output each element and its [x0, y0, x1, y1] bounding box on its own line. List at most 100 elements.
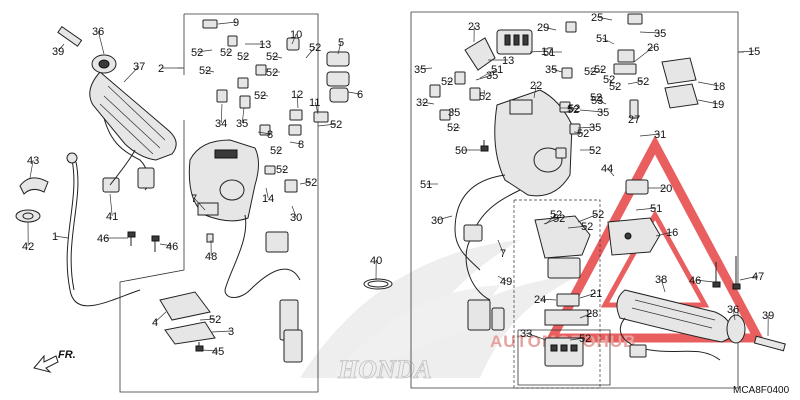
callout-leader [347, 91, 361, 95]
part-number-52: 52 [209, 314, 221, 326]
sub-frame-connector [517, 329, 611, 386]
callout-leader [296, 93, 299, 109]
part-number-11: 11 [309, 97, 320, 109]
part-number-49: 49 [500, 276, 512, 288]
part-number-23: 23 [468, 21, 480, 33]
bolt-46-mid [151, 235, 160, 252]
connector-33 [544, 337, 584, 367]
part-number-39: 39 [52, 46, 64, 58]
callout-leader [337, 41, 342, 55]
callout-leader [614, 85, 619, 89]
part-number-15: 15 [748, 46, 760, 58]
part-number-13: 13 [502, 55, 514, 67]
part-number-52: 52 [550, 209, 562, 221]
switch-base [534, 215, 591, 326]
part-number-52: 52 [637, 76, 649, 88]
part-number-46: 46 [689, 275, 701, 287]
part-number-24: 24 [534, 294, 546, 306]
switch-20 [625, 179, 649, 195]
part-number-52: 52 [254, 90, 266, 102]
callout-leader [475, 74, 493, 81]
callout-leader [217, 21, 237, 25]
callout-leader [241, 107, 245, 124]
bolt-47 [732, 256, 741, 290]
part-number-52: 52 [220, 47, 232, 59]
heated-grip-right [616, 289, 746, 361]
part-number-25: 25 [591, 12, 603, 24]
callout-leader [545, 213, 557, 225]
part-number-52: 52 [568, 103, 580, 115]
part-number-8: 8 [298, 139, 304, 151]
part-number-51: 51 [543, 47, 555, 59]
part-number-52: 52 [589, 145, 601, 157]
part-number-27: 27 [628, 114, 640, 126]
part-number-3: 3 [228, 326, 234, 338]
part-number-52: 52 [199, 65, 211, 77]
part-callouts: 1234567788910111213131415161718192021222… [22, 12, 774, 358]
callout-leader [220, 103, 223, 124]
callout-leader [55, 235, 69, 239]
part-number-6: 6 [357, 89, 363, 101]
callout-leader [497, 239, 504, 254]
left-switch-housing [188, 139, 259, 222]
callout-leader [97, 30, 105, 55]
callout-leader [317, 123, 337, 127]
callout-leader [697, 81, 720, 87]
callout-leader [422, 101, 435, 105]
front-direction-arrow [33, 354, 59, 373]
part-number-2: 2 [158, 63, 164, 75]
part-number-14: 14 [262, 193, 274, 205]
callout-leader [453, 126, 461, 129]
cable-harness-small [102, 117, 155, 193]
diagram-code: MCA8F0400 [733, 385, 790, 396]
callout-leader [193, 197, 206, 211]
callout-leader [660, 278, 666, 293]
part-number-52: 52 [594, 64, 606, 76]
callout-leader [289, 141, 302, 145]
cable-tie-40 [363, 278, 393, 290]
callout-leader [596, 95, 603, 98]
callout-leader [608, 78, 613, 83]
part-number-52: 52 [305, 177, 317, 189]
part-number-52: 52 [553, 213, 565, 225]
clip-43 [19, 177, 49, 195]
part-number-38: 38 [655, 274, 667, 286]
leader-lines [27, 16, 769, 352]
part-number-46: 46 [97, 233, 109, 245]
part-number-35: 35 [236, 118, 248, 130]
callout-leader [265, 187, 269, 199]
callout-leader [123, 65, 140, 83]
callout-leader [697, 99, 719, 105]
callout-leader [159, 243, 173, 247]
part-number-48: 48 [205, 251, 217, 263]
callout-leader [567, 225, 588, 229]
part-number-52: 52 [584, 66, 596, 78]
callout-leader [272, 55, 283, 59]
right-wire-harness [454, 174, 521, 331]
left-bracket-3 [164, 321, 216, 345]
part-number-46: 46 [166, 241, 178, 253]
part-number-39: 39 [762, 310, 774, 322]
callout-leader [573, 131, 584, 134]
callout-leader [579, 109, 604, 113]
throttle-cable [66, 152, 141, 307]
part-number-52: 52 [266, 51, 278, 63]
part-number-7: 7 [500, 248, 506, 260]
left-bracket-4 [159, 291, 211, 321]
part-number-52: 52 [479, 91, 491, 103]
callout-leader [577, 126, 596, 129]
callout-leader [497, 275, 507, 282]
callout-leader [291, 205, 297, 218]
part-number-52: 52 [330, 119, 342, 131]
callout-leader [602, 37, 615, 45]
part-number-41: 41 [106, 211, 118, 223]
part-number-52: 52 [447, 122, 459, 134]
callout-leader [732, 308, 736, 321]
part-number-31: 31 [654, 129, 666, 141]
right-top-switches [429, 13, 699, 159]
part-number-51: 51 [491, 64, 503, 76]
part-number-30: 30 [290, 212, 302, 224]
callout-leader [447, 80, 453, 83]
part-number-35: 35 [589, 122, 601, 134]
part-number-21: 21 [590, 288, 602, 300]
